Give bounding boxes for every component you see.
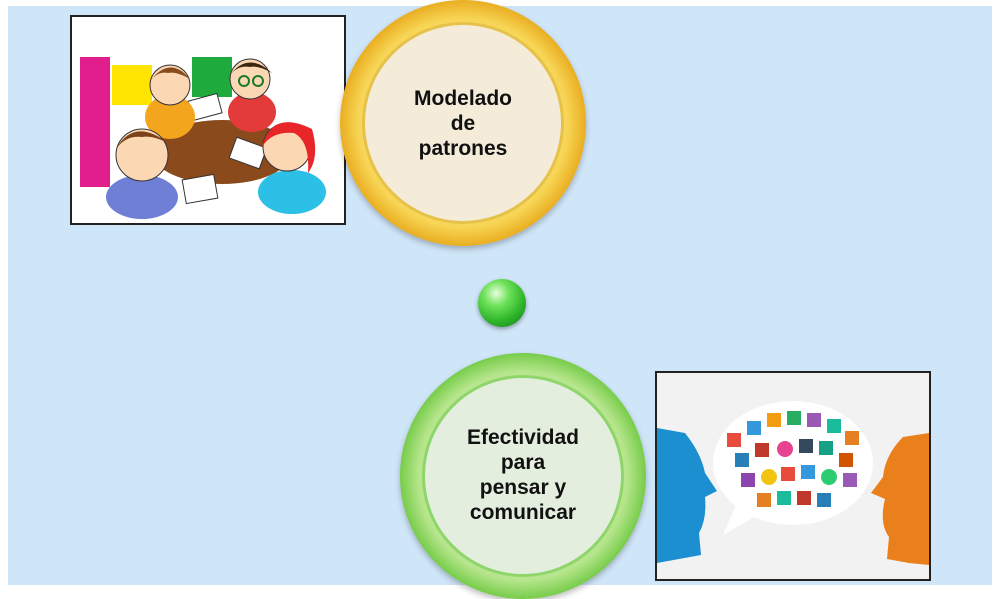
icon-circle-pink	[777, 441, 793, 457]
paper-sheet-3	[181, 173, 219, 205]
icon-square-purple-2	[843, 473, 857, 487]
icon-square-orange	[767, 413, 781, 427]
children-illustration	[80, 57, 326, 219]
icon-square-red	[727, 433, 741, 447]
kid4-hair	[262, 122, 316, 173]
icon-square-teal-2	[777, 491, 791, 505]
kid4-body	[258, 170, 326, 214]
face-profile-left	[657, 428, 717, 563]
node-label-efectividad: Efectividad para pensar y comunicar	[466, 426, 580, 524]
icon-square-amber-2	[757, 493, 771, 507]
node-inner-circle-green	[422, 375, 624, 577]
icon-square-navy-2	[817, 493, 831, 507]
icon-square-red-2	[781, 467, 795, 481]
kid1-head	[149, 64, 191, 106]
icon-square-violet	[741, 473, 755, 487]
kid3-hair	[116, 131, 168, 149]
icon-square-crimson	[755, 443, 769, 457]
connector-green-dot	[478, 279, 526, 327]
icon-square-purple	[807, 413, 821, 427]
icon-square-teal	[827, 419, 841, 433]
node-label-modelado-de-patrones: Modelado de patrones	[414, 86, 512, 160]
icon-square-blue	[747, 421, 761, 435]
communication-image	[655, 371, 931, 581]
kid2-head	[229, 58, 271, 100]
green-blob	[192, 57, 232, 97]
icon-square-navy	[735, 453, 749, 467]
icon-square-slate	[799, 439, 813, 453]
bubble-icons	[727, 411, 859, 507]
face-profile-right	[871, 433, 929, 565]
paper-sheet-2	[228, 136, 268, 170]
yellow-blob	[112, 65, 152, 105]
kid1-body	[145, 95, 195, 139]
kid2-hair	[230, 62, 272, 75]
speech-bubble-tail	[723, 503, 761, 535]
icon-square-amber	[845, 431, 859, 445]
icon-square-green	[787, 411, 801, 425]
communication-illustration	[657, 373, 929, 579]
icon-circle-green	[821, 469, 837, 485]
icon-square-sea	[819, 441, 833, 455]
kid3-body	[106, 175, 178, 219]
icon-square-rust	[839, 453, 853, 467]
children-group-work-image	[70, 15, 346, 225]
icon-circle-yellow	[761, 469, 777, 485]
node-inner-circle-gold	[362, 22, 564, 224]
kid2-glasses-right	[252, 75, 264, 87]
icon-square-blue-2	[801, 465, 815, 479]
icon-square-crimson-2	[797, 491, 811, 505]
kid1-hair	[150, 67, 190, 81]
magenta-blob	[80, 57, 110, 187]
kid2-glasses-left	[238, 75, 250, 87]
kid3-head	[115, 128, 169, 182]
kid2-body	[228, 92, 276, 132]
